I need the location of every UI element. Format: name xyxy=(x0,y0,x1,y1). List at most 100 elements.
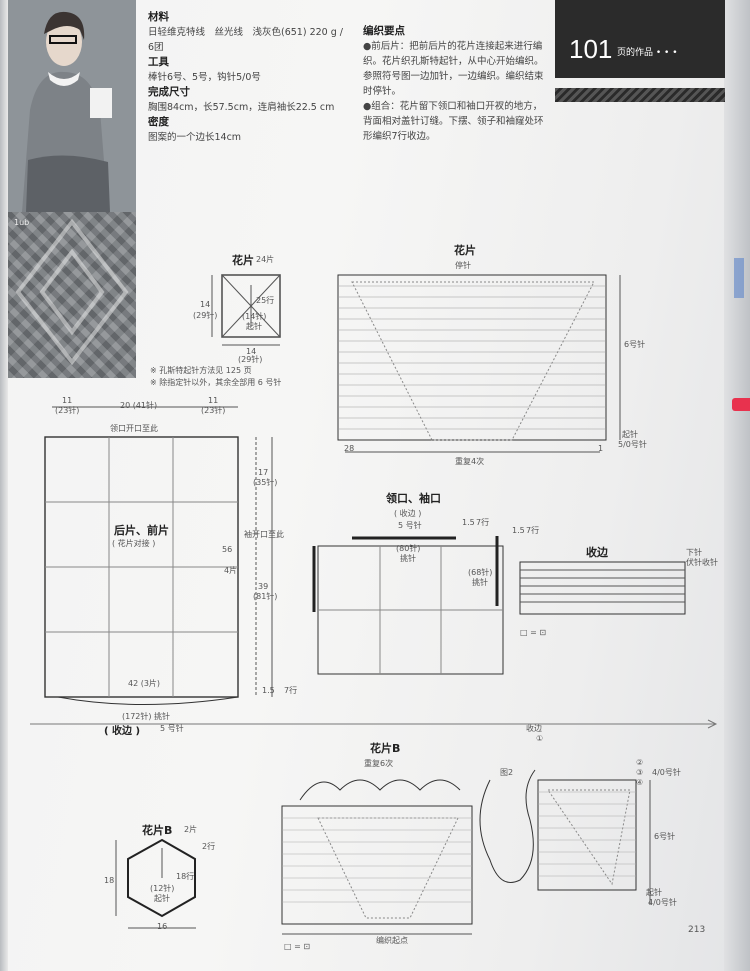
body-side-open: 袖开口至此 xyxy=(244,530,284,539)
collar-pick-2: 挑针 xyxy=(472,578,488,587)
motif-b-h: 18 xyxy=(104,876,115,885)
swatch-pattern xyxy=(15,218,129,366)
body-top-dim-1-st: (23针) xyxy=(55,406,80,415)
gauge-line: 图案的一个边长14cm xyxy=(148,132,242,143)
body-subtitle: ( 花片对接 ) xyxy=(112,539,156,548)
chart-a-grid xyxy=(338,285,606,430)
motif-side-w-st: (29针) xyxy=(238,355,263,364)
knit-swatch-photo: 1ub xyxy=(8,212,136,378)
model-photo xyxy=(8,0,136,212)
body-dim-39-st: (81针) xyxy=(253,592,278,601)
swatch-caption: 1ub xyxy=(14,218,30,227)
collar-rows-1-5b: 1.5 xyxy=(512,526,525,535)
motif-note-1: ※ 孔斯特起针方法见 125 页 xyxy=(150,366,252,375)
motif-b-title: 花片B xyxy=(142,824,173,837)
materials-line1: 日轻维克特线 丝光线 浅灰色(651) 220 g / xyxy=(148,27,343,38)
page-left-edge xyxy=(0,0,8,971)
chart-a-right-2: 起针 xyxy=(622,430,638,439)
notes-block: 编织要点 ●前后片：把前后片的花片连接起来进行编织。花片织孔斯特起针，从中心开始… xyxy=(363,24,545,144)
blue-bookmark-tab xyxy=(734,258,744,298)
chart-b-right-1: 4/0号针 xyxy=(652,768,681,777)
body-dim-17: 17 xyxy=(258,468,269,477)
chart-b-circle-1: ① xyxy=(536,734,544,743)
body-dim-56: 56 xyxy=(222,545,233,554)
chart-b-fig: 图2 xyxy=(500,768,514,777)
collar-rows-7: 7行 xyxy=(476,518,490,527)
motif-b-hexagon xyxy=(127,838,196,918)
edging-right-1: 下针 xyxy=(686,548,702,557)
collar-pick: 挑针 xyxy=(400,554,416,563)
motif-b-w: 16 xyxy=(157,922,168,931)
size-heading: 完成尺寸 xyxy=(148,86,190,98)
motif-side-h-st: (29针) xyxy=(193,311,218,320)
body-dim-17-st: (35针) xyxy=(253,478,278,487)
body-edge: ( 收边 ) xyxy=(104,726,141,737)
motif-side-h: 14 xyxy=(200,300,211,309)
collar-st80: (80针) xyxy=(396,544,421,553)
edging-legend: □ = ⊡ xyxy=(520,628,547,637)
motif-b-inner-rows: 18行 xyxy=(176,872,195,881)
motif-note-2: ※ 除指定针以外，其余全部用 6 号针 xyxy=(150,378,282,387)
body-rows-7: 7行 xyxy=(284,686,298,695)
chart-a-bottom-last: 1 xyxy=(598,444,604,453)
materials-line2: 6团 xyxy=(148,42,164,53)
body-dim-56-sub: 4片 xyxy=(224,566,238,575)
body-top-dim-3: 11 xyxy=(208,396,219,405)
motif-inner-rows: 25行 xyxy=(256,296,275,305)
body-neck-note: 领口开口至此 xyxy=(110,424,158,433)
chart-b-repeat: 重复6次 xyxy=(364,759,394,768)
motif-inner-st: (14针) xyxy=(242,312,267,321)
motif-square xyxy=(221,274,281,338)
chart-b-grid xyxy=(282,791,636,903)
banner-suffix: 页的作品 • • • xyxy=(617,48,678,58)
motif-b-inner-start: 起针 xyxy=(154,894,170,903)
motif-b-inner-st: (12针) xyxy=(150,884,175,893)
chart-a-right-1: 6号针 xyxy=(624,340,646,349)
materials-block: 材料 日轻维克特线 丝光线 浅灰色(651) 220 g / 6团 工具 棒针6… xyxy=(148,10,368,145)
size-line: 胸围84cm，长57.5cm，连肩袖长22.5 cm xyxy=(148,102,335,113)
chart-a-right-3: 5/0号针 xyxy=(618,440,647,449)
chart-b-circle-3: ③ xyxy=(636,768,644,777)
chart-b-legend: □ = ⊡ xyxy=(284,942,311,951)
edging-right-2: 伏针收针 xyxy=(686,558,718,567)
collar-rows-1-5: 1.5 xyxy=(462,518,475,527)
banner-pattern-band xyxy=(555,88,725,102)
chart-b-circle-2: ② xyxy=(636,758,644,767)
pink-bookmark-tab xyxy=(732,398,750,411)
page-right-edge xyxy=(724,0,750,971)
collar-st68: (68针) xyxy=(468,568,493,577)
motif-b-count: 2片 xyxy=(184,825,198,834)
page-banner: 101 页的作品 • • • xyxy=(555,0,725,78)
collar-rows-7b: 7行 xyxy=(526,526,540,535)
motif-side-w: 14 xyxy=(246,347,257,356)
body-bottom-42: 42 (3片) xyxy=(128,679,161,688)
banner-number: 101 xyxy=(569,34,613,64)
collar-title: 领口、袖口 xyxy=(386,492,441,505)
body-rows-1-5: 1.5 xyxy=(262,686,275,695)
chart-a-bottom-first: 28 xyxy=(344,444,355,453)
body-bottom-st: (172针) 挑针 xyxy=(122,712,171,721)
gauge-heading: 密度 xyxy=(148,116,169,128)
body-title: 后片、前片 xyxy=(114,524,169,537)
notes-heading: 编织要点 xyxy=(363,25,405,37)
chart-b-top-label: 收边 xyxy=(526,724,542,733)
chart-a-top: 停针 xyxy=(455,261,471,270)
body-needle: 5 号针 xyxy=(160,724,184,733)
motif-b-right-rows: 2行 xyxy=(202,842,216,851)
body-top-dim-3-st: (23针) xyxy=(201,406,226,415)
chart-b-bottom: 编织起点 xyxy=(376,936,408,945)
body-top-dim-1: 11 xyxy=(62,396,73,405)
body-top-dim-2: 20 (41针) xyxy=(120,401,158,410)
chart-a-repeat: 重复4次 xyxy=(455,457,485,466)
chart-b-title: 花片B xyxy=(370,742,401,755)
collar-sub: ( 收边 ) xyxy=(394,509,422,518)
notes-paragraph-1: ●前后片：把前后片的花片连接起来进行编织。花片织孔斯特起针，从中心开始编织。参照… xyxy=(363,41,544,97)
tools-heading: 工具 xyxy=(148,56,169,68)
tools-line: 棒针6号、5号，钩针5/0号 xyxy=(148,72,261,83)
chart-b-right-4: 4/0号针 xyxy=(648,898,677,907)
chart-a-title: 花片 xyxy=(454,244,476,257)
edging-title: 收边 xyxy=(586,546,608,559)
model-silhouette xyxy=(8,0,136,212)
